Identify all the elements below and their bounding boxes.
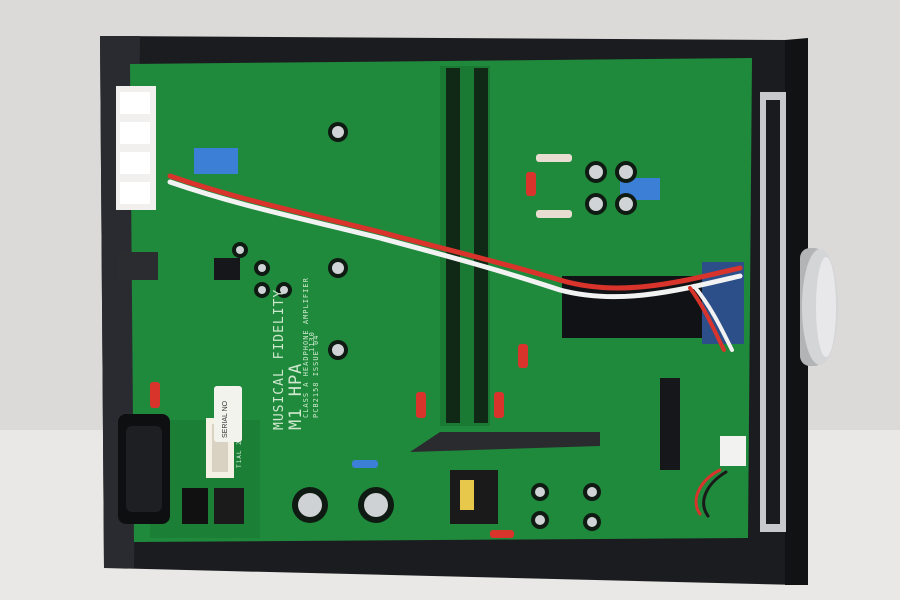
volume-knob xyxy=(800,248,838,366)
serial-number-label: SERIAL NO xyxy=(222,400,229,438)
rear-connectors xyxy=(116,86,158,280)
power-inlet xyxy=(118,414,170,524)
serial-number-sticker: SERIAL NO xyxy=(214,386,242,442)
capacitors xyxy=(232,122,637,531)
front-panel xyxy=(760,92,786,532)
wiring-loom xyxy=(167,173,743,518)
pcb-brand-marking: MUSICAL FIDELITY xyxy=(272,288,287,430)
pcb-revision-marking: 1130 xyxy=(308,331,316,352)
